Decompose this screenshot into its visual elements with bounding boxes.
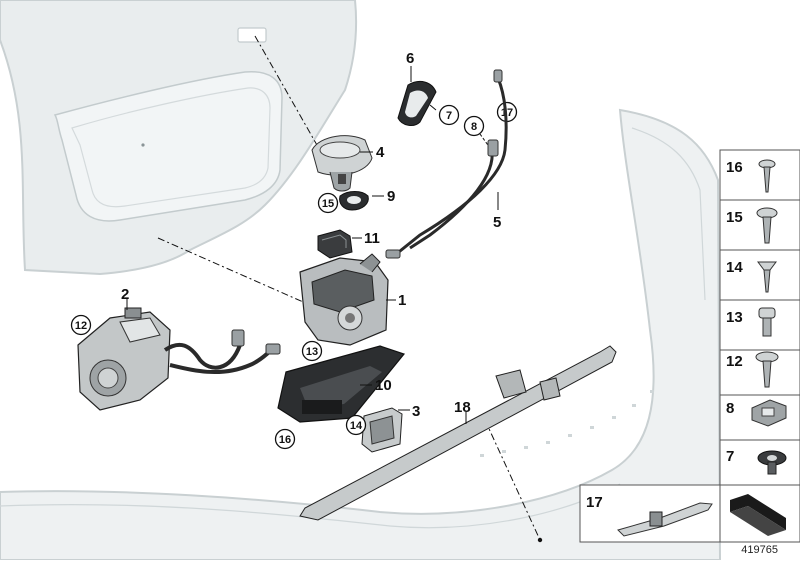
legend-label-14: 14 [726,259,743,276]
callout-16-circle [274,428,296,450]
callout-2: 2 [121,286,129,303]
trunk-lid-outline [0,0,358,276]
callout-15-circle [317,192,339,214]
callout-6: 6 [406,50,414,67]
legend-label-7: 7 [726,448,734,465]
legend-label-8: 8 [726,400,734,417]
callout-12: 12 [75,320,87,332]
callout-9: 9 [387,188,395,205]
assembly-arrow-box [719,484,800,543]
callout-1: 1 [398,292,406,309]
callout-18: 18 [454,399,471,416]
clip-8-icon [751,399,787,427]
callout-13-circle [301,340,323,362]
fastener-legend: 16 15 14 13 12 8 7 [719,149,800,486]
legend-label-12: 12 [726,353,743,370]
part-11-bracket [317,229,353,259]
part-1-lock [299,253,389,346]
part-18-rail [299,345,617,521]
screw-12-icon [755,351,779,388]
callout-11: 11 [364,230,380,247]
callout-7: 7 [446,110,452,122]
legend-label-13: 13 [726,309,743,326]
part-6-trim-ring [397,81,437,126]
grommet-7-icon [757,450,787,475]
part-9-gasket [339,191,369,211]
callout-14: 14 [350,420,363,432]
callout-16: 16 [279,434,291,446]
callout-14-circle [345,414,367,436]
clip-17-label: 17 [586,494,603,511]
callout-15: 15 [322,198,334,210]
callout-4: 4 [376,144,385,161]
part-10-handle-bezel [277,345,406,423]
legend-label-16: 16 [726,159,743,176]
part-5-cable [385,69,508,259]
diagram-reference-number: 419765 [741,544,778,556]
screw-16-icon [758,159,776,193]
callout-12-circle [70,314,92,336]
part-4-handle-unit [311,135,373,192]
callout-10: 10 [375,377,392,394]
callout-7-circle [438,104,460,126]
legend-label-15: 15 [726,209,743,226]
screw-13-icon [758,307,776,337]
callout-8-circle [463,115,485,137]
screw-15-icon [756,207,778,244]
callout-3: 3 [412,403,420,420]
callout-5: 5 [493,214,501,231]
callout-13: 13 [306,346,318,358]
leader-end-dot [537,537,543,543]
clip-17-box: 17 [579,484,721,543]
actuator-harness [163,329,281,375]
screw-14-icon [757,261,777,293]
part-2-actuator [77,307,171,411]
callout-8: 8 [471,121,477,133]
part-3-bracket [361,407,403,453]
